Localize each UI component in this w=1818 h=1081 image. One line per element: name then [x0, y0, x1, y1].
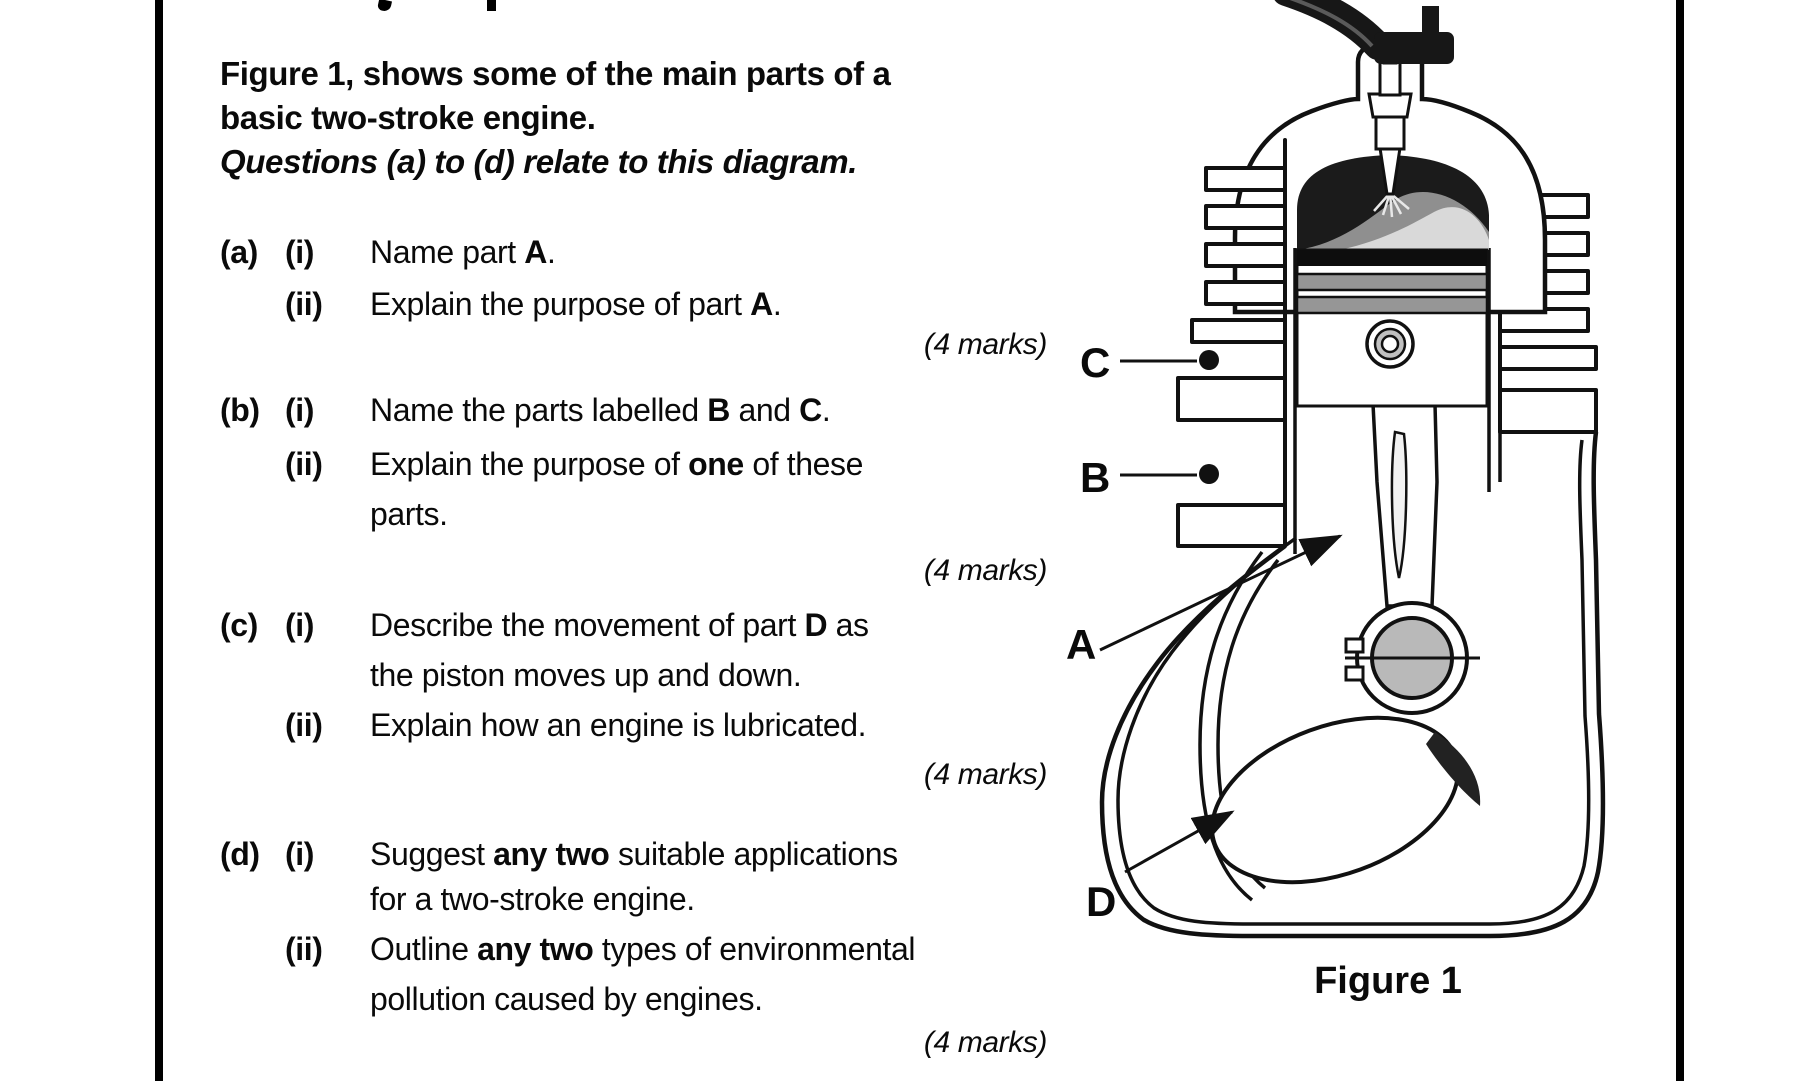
question-b-i-text: Name the parts labelled B and C.: [370, 392, 831, 428]
label-d-arrow: [1124, 810, 1235, 874]
question-a-marks: (4 marks): [923, 328, 1047, 361]
cropped-text-fragment: [376, 0, 393, 13]
engine-diagram: [1099, 0, 1606, 939]
question-a-ii-text: Explain the purpose of part A.: [370, 286, 782, 322]
question-a-label: (a): [220, 234, 258, 270]
question-b-ii-num: (ii): [285, 446, 323, 482]
question-a-i-text: Name part A.: [370, 234, 556, 270]
label-b-dot: [1199, 464, 1219, 484]
piston: [1295, 248, 1489, 408]
part-label-d: D: [1086, 878, 1117, 925]
question-d-ii-text-2: pollution caused by engines.: [370, 981, 763, 1017]
figure-caption: Figure 1: [1314, 960, 1462, 1002]
question-d-ii-num: (ii): [285, 931, 323, 967]
crank-shadow: [1426, 732, 1481, 806]
question-c-i-text-1: Describe the movement of part D as: [370, 607, 869, 643]
part-label-b: B: [1080, 454, 1111, 501]
spark-plug-wire: [1274, 0, 1454, 64]
crank-web: [1210, 715, 1481, 885]
page-border-right: [1676, 0, 1684, 1081]
intro-line-2: basic two-stroke engine.: [220, 99, 596, 136]
label-leaders: [1099, 350, 1343, 874]
part-label-c: C: [1080, 339, 1111, 386]
big-end-bearing: [1344, 601, 1480, 715]
page-border-left: [155, 0, 163, 1081]
question-b-i-num: (i): [285, 392, 315, 428]
question-b-ii-text-2: parts.: [370, 496, 448, 532]
question-c-i-text-2: the piston moves up and down.: [370, 657, 802, 693]
question-b-ii-text-1: Explain the purpose of one of these: [370, 446, 863, 482]
question-d-marks: (4 marks): [923, 1026, 1047, 1059]
intro-line-1: Figure 1, shows some of the main parts o…: [220, 55, 891, 92]
cylinder-bore: [1293, 248, 1502, 554]
question-c-ii-text: Explain how an engine is lubricated.: [370, 707, 867, 743]
question-d-label: (d): [220, 836, 260, 872]
question-d-i-text-2: for a two-stroke engine.: [370, 881, 695, 917]
cropped-text-fragment: [487, 0, 496, 11]
question-c-i-num: (i): [285, 607, 315, 643]
part-label-a: A: [1066, 621, 1097, 668]
label-a-arrow: [1099, 534, 1343, 652]
question-c-marks: (4 marks): [923, 758, 1047, 791]
intro-line-3: Questions (a) to (d) relate to this diag…: [220, 143, 857, 180]
question-d-i-num: (i): [285, 836, 315, 872]
spark-rays: [1373, 192, 1410, 218]
question-a-ii-num: (ii): [285, 286, 323, 322]
cooling-fins-left: [1176, 138, 1287, 548]
gudgeon-pin: [1365, 319, 1415, 369]
question-b-marks: (4 marks): [923, 554, 1047, 587]
question-d-ii-text-1: Outline any two types of environmental: [370, 931, 916, 967]
question-c-ii-num: (ii): [285, 707, 323, 743]
label-c-dot: [1199, 350, 1219, 370]
question-a-i-num: (i): [285, 234, 315, 270]
question-c-label: (c): [220, 607, 258, 643]
question-b-label: (b): [220, 392, 260, 428]
combustion-chamber: [1297, 155, 1489, 250]
question-d-i-text-1: Suggest any two suitable applications: [370, 836, 898, 872]
